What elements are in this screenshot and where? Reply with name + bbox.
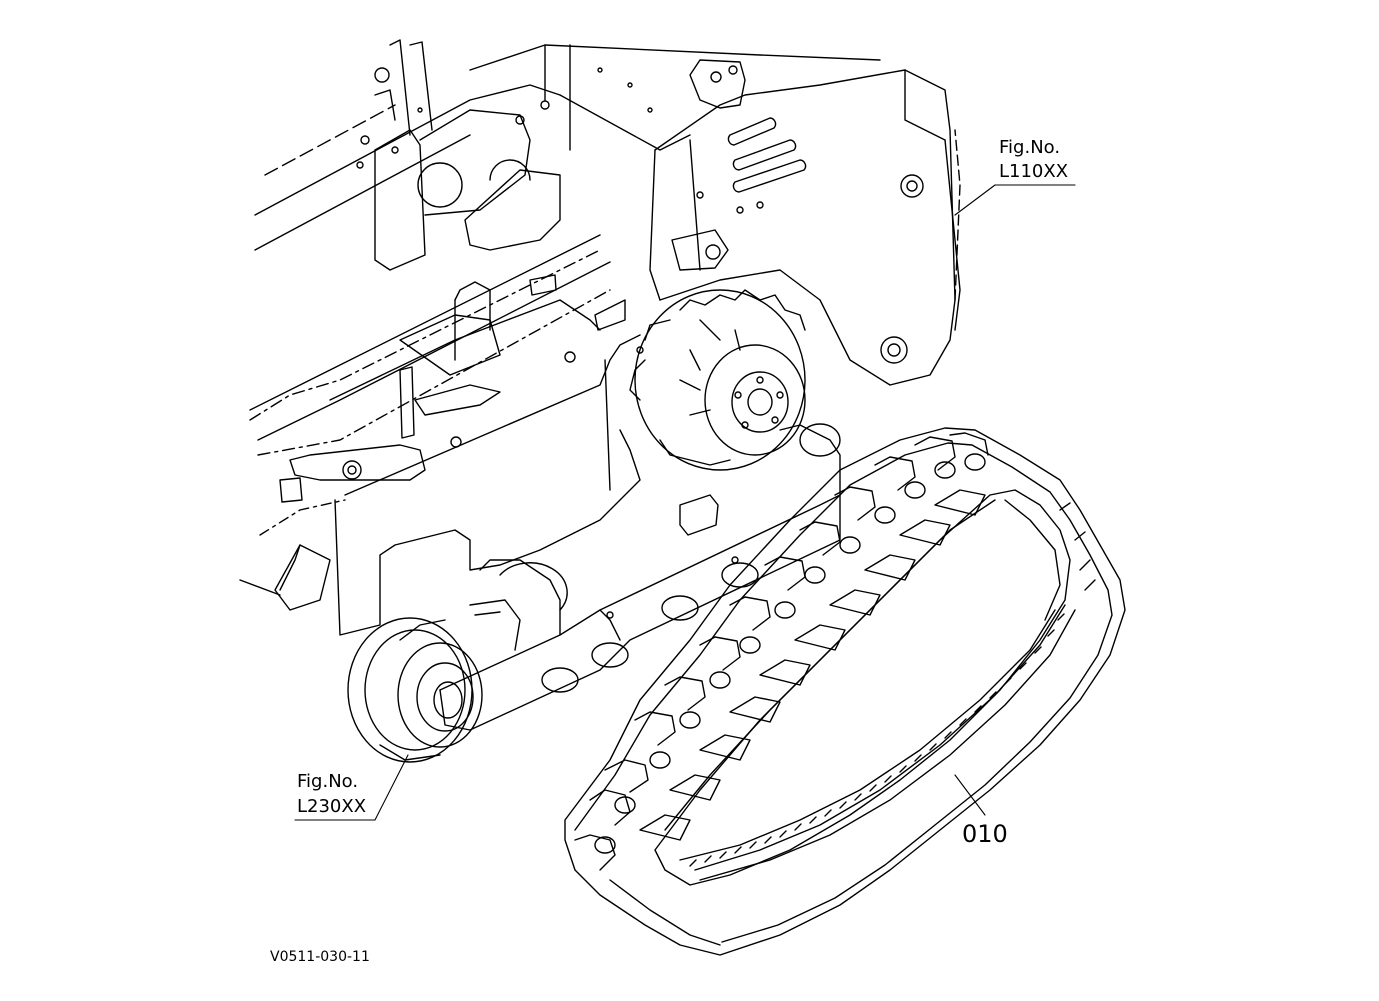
leader-idler-ref — [294, 754, 409, 821]
frame-figure-ref-line2: L110XX — [999, 161, 1069, 182]
rubber-track — [564, 427, 1126, 956]
front-idler-wheel — [347, 599, 521, 763]
drive-sprocket — [629, 289, 806, 471]
frame-figure-ref-line1: Fig.No. — [999, 137, 1061, 158]
drawing-id: V0511-030-11 — [270, 949, 370, 965]
track-part-number: 010 — [962, 820, 1008, 848]
machine-frame — [239, 39, 961, 636]
idler-figure-ref-line1: Fig.No. — [297, 771, 359, 792]
leader-frame-ref — [954, 184, 1076, 216]
leader-lines — [294, 184, 1076, 821]
track-roller-frame — [439, 423, 841, 731]
leader-track-part — [954, 774, 986, 816]
idler-figure-ref-line2: L230XX — [297, 796, 367, 817]
